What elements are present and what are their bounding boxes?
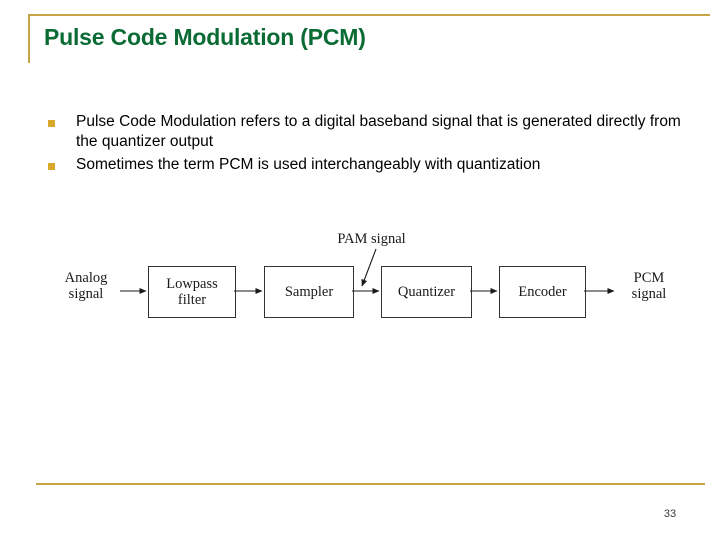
footer-rule [36,483,705,485]
diagram-block-label: Lowpass filter [166,276,218,308]
bullet-square-icon [48,120,55,127]
title-rule-left [28,14,30,63]
diagram-block-label: Encoder [518,284,567,300]
list-item: Sometimes the term PCM is used interchan… [48,155,688,175]
diagram-block-label: Quantizer [397,284,456,300]
bullet-text: Sometimes the term PCM is used interchan… [76,156,541,173]
page-number: 33 [663,508,677,520]
bullet-list: Pulse Code Modulation refers to a digita… [48,112,688,178]
diagram-block-label: Sampler [284,284,334,300]
diagram-pam-signal-annotation: PAM signal [337,231,406,247]
bullet-square-icon [48,163,55,170]
title-rule-top [28,14,710,16]
diagram-output-label: PCM signal [631,270,667,302]
diagram-block-sampler: Sampler [264,266,354,318]
diagram-block-quantizer: Quantizer [381,266,472,318]
bullet-text: Pulse Code Modulation refers to a digita… [76,113,681,150]
diagram-block-encoder: Encoder [499,266,586,318]
list-item: Pulse Code Modulation refers to a digita… [48,112,688,152]
arrow-pam-callout [361,248,377,287]
diagram-input-label: Analog signal [64,270,108,302]
page-title: Pulse Code Modulation (PCM) [44,24,366,50]
diagram-block-lowpass-filter: Lowpass filter [148,266,236,318]
